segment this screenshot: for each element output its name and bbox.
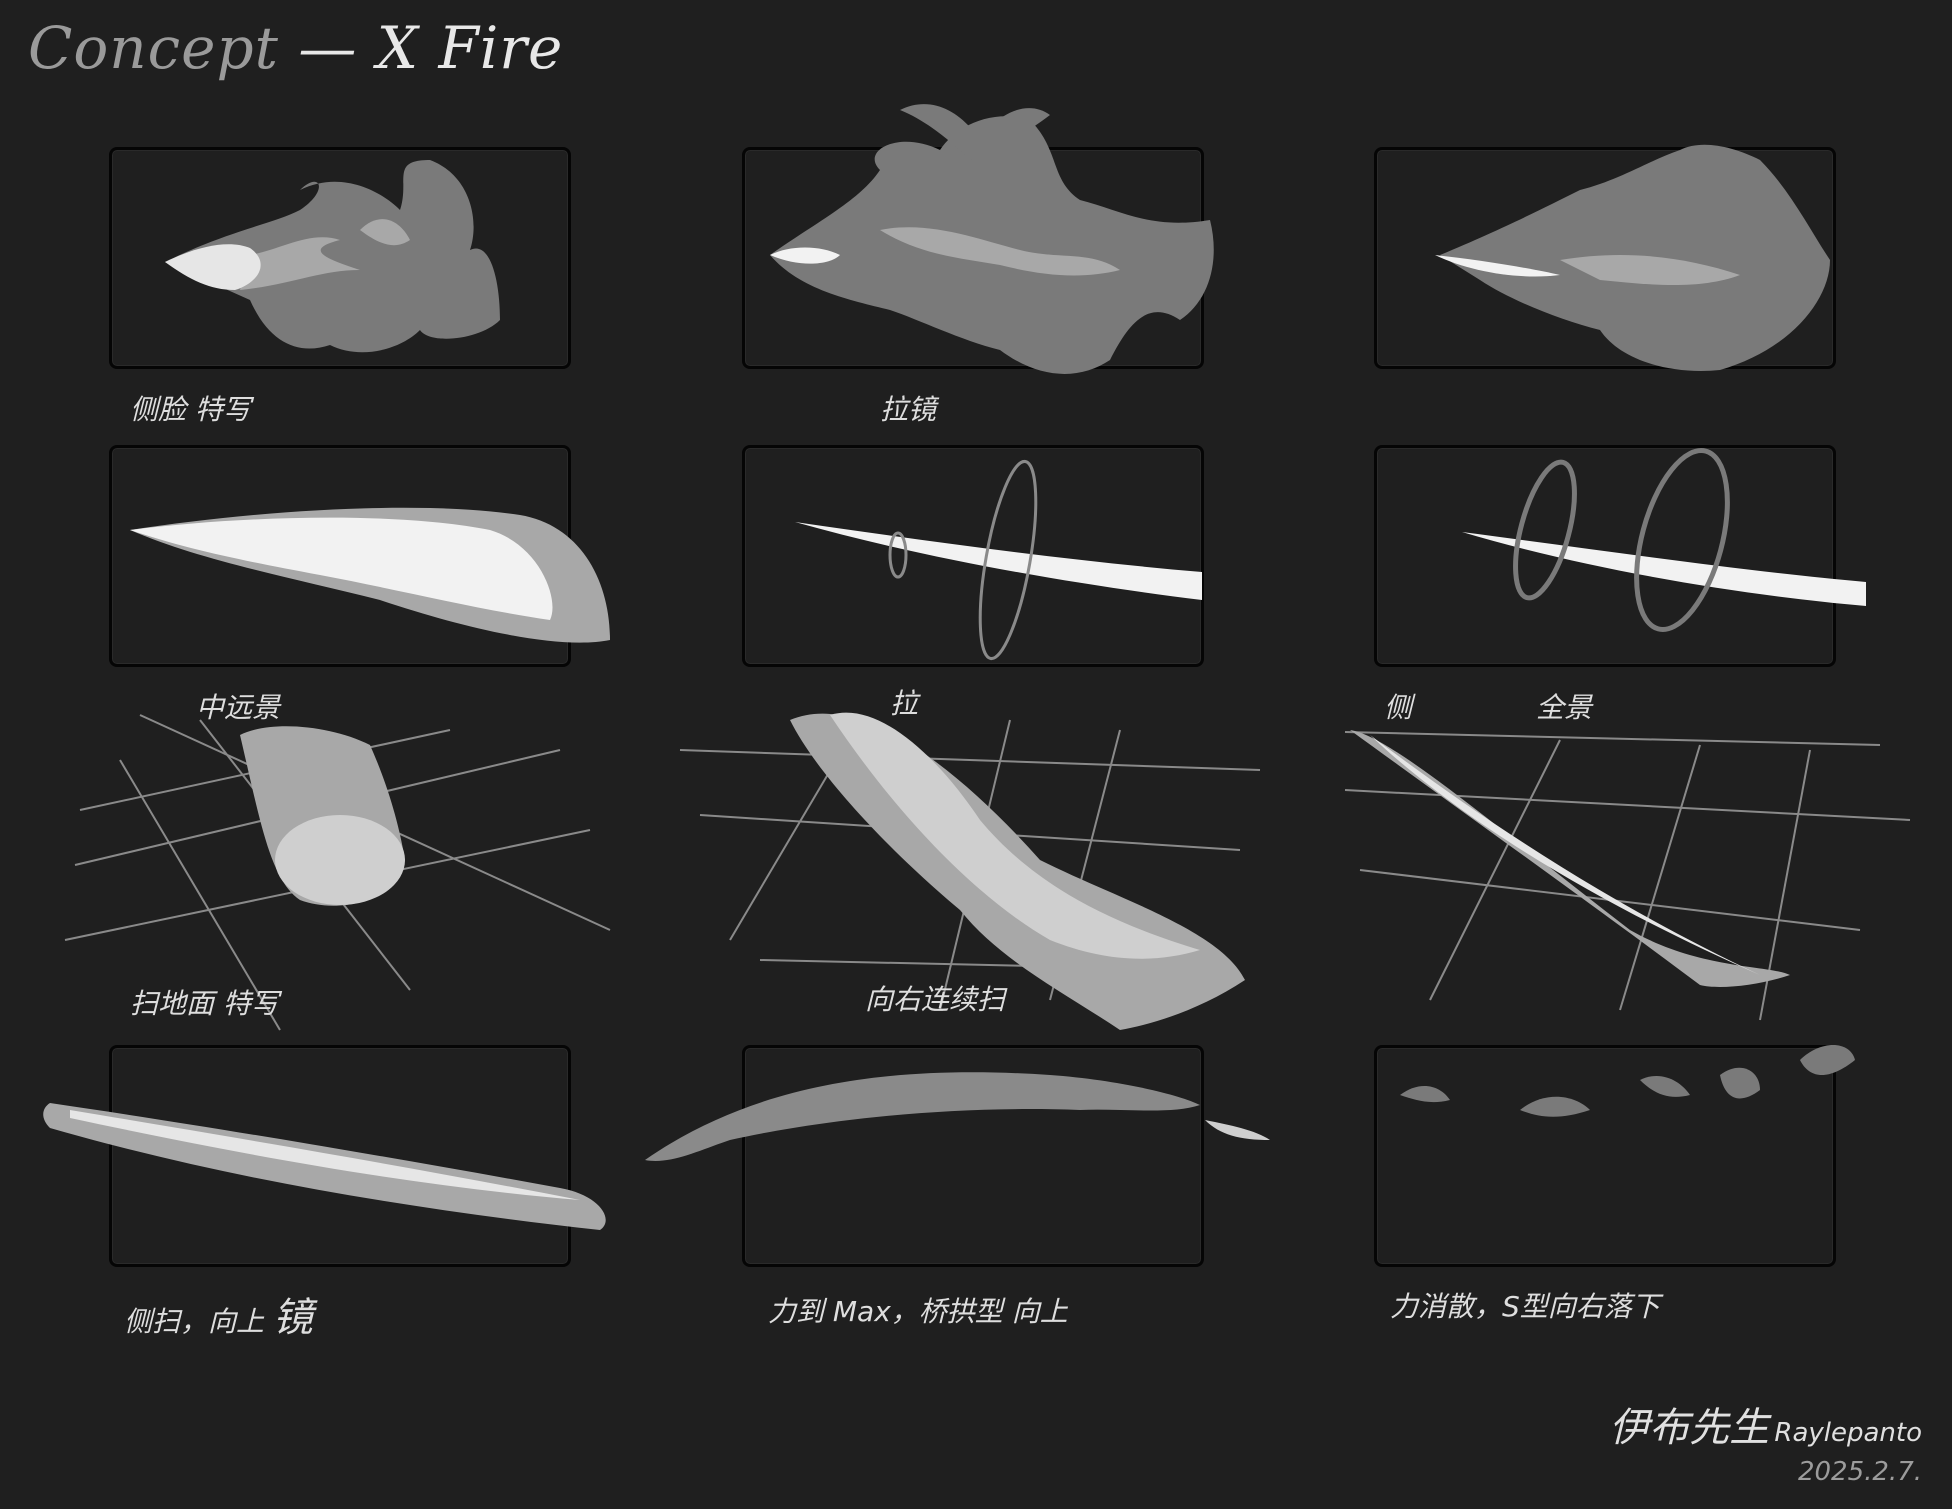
caption-shot-2: 拉镜 — [880, 393, 937, 426]
caption-shot-10: 侧扫，向上 镜 — [124, 1285, 313, 1343]
caption-shot-5: 拉 — [890, 687, 919, 720]
perspective-grid-8 — [679, 719, 1261, 1011]
title-name: X Fire — [376, 14, 564, 82]
storyboard-frame-4 — [109, 445, 571, 667]
storyboard-frame-1 — [109, 147, 571, 369]
storyboard-frame-2 — [742, 147, 1204, 369]
page-title: Concept — X Fire — [28, 14, 563, 82]
perspective-grid-9 — [1344, 731, 1911, 1021]
signature-date: 2025.2.7. — [1797, 1457, 1922, 1487]
caption-shot-10-big: 镜 — [272, 1295, 313, 1341]
caption-shot-11: 力到 Max，桥拱型 向上 — [768, 1295, 1068, 1328]
caption-shot-8: 向右连续扫 — [865, 983, 1006, 1016]
ground-sweep-sketch-7 — [240, 726, 405, 906]
caption-shot-10-text: 侧扫，向上 — [124, 1305, 265, 1338]
caption-shot-1: 侧脸 特写 — [130, 393, 251, 426]
storyboard-frame-11 — [742, 1045, 1204, 1267]
signature-latin: Raylepanto — [1774, 1418, 1922, 1448]
storyboard-frame-3 — [1374, 147, 1836, 369]
artist-signature: 伊布先生 Raylepanto 2025.2.7. — [1609, 1395, 1922, 1487]
storyboard-frame-6 — [1374, 445, 1836, 667]
title-prefix: Concept — [28, 14, 279, 82]
signature-line: 伊布先生 Raylepanto — [1609, 1395, 1922, 1453]
caption-shot-4: 中远景 — [196, 691, 281, 724]
title-dash: — — [278, 14, 377, 82]
signature-name: 伊布先生 — [1609, 1405, 1770, 1451]
caption-shot-6-b: 全景 — [1536, 691, 1593, 724]
sweep-sketch-8 — [790, 712, 1245, 1030]
storyboard-frame-10 — [109, 1045, 571, 1267]
caption-shot-7: 扫地面 特写 — [130, 987, 279, 1020]
beam-sketch-9 — [1350, 730, 1790, 987]
storyboard-frame-5 — [742, 445, 1204, 667]
caption-shot-6-a: 侧 — [1384, 691, 1413, 724]
caption-shot-12: 力消散，S型向右落下 — [1390, 1290, 1660, 1323]
storyboard-frame-12 — [1374, 1045, 1836, 1267]
